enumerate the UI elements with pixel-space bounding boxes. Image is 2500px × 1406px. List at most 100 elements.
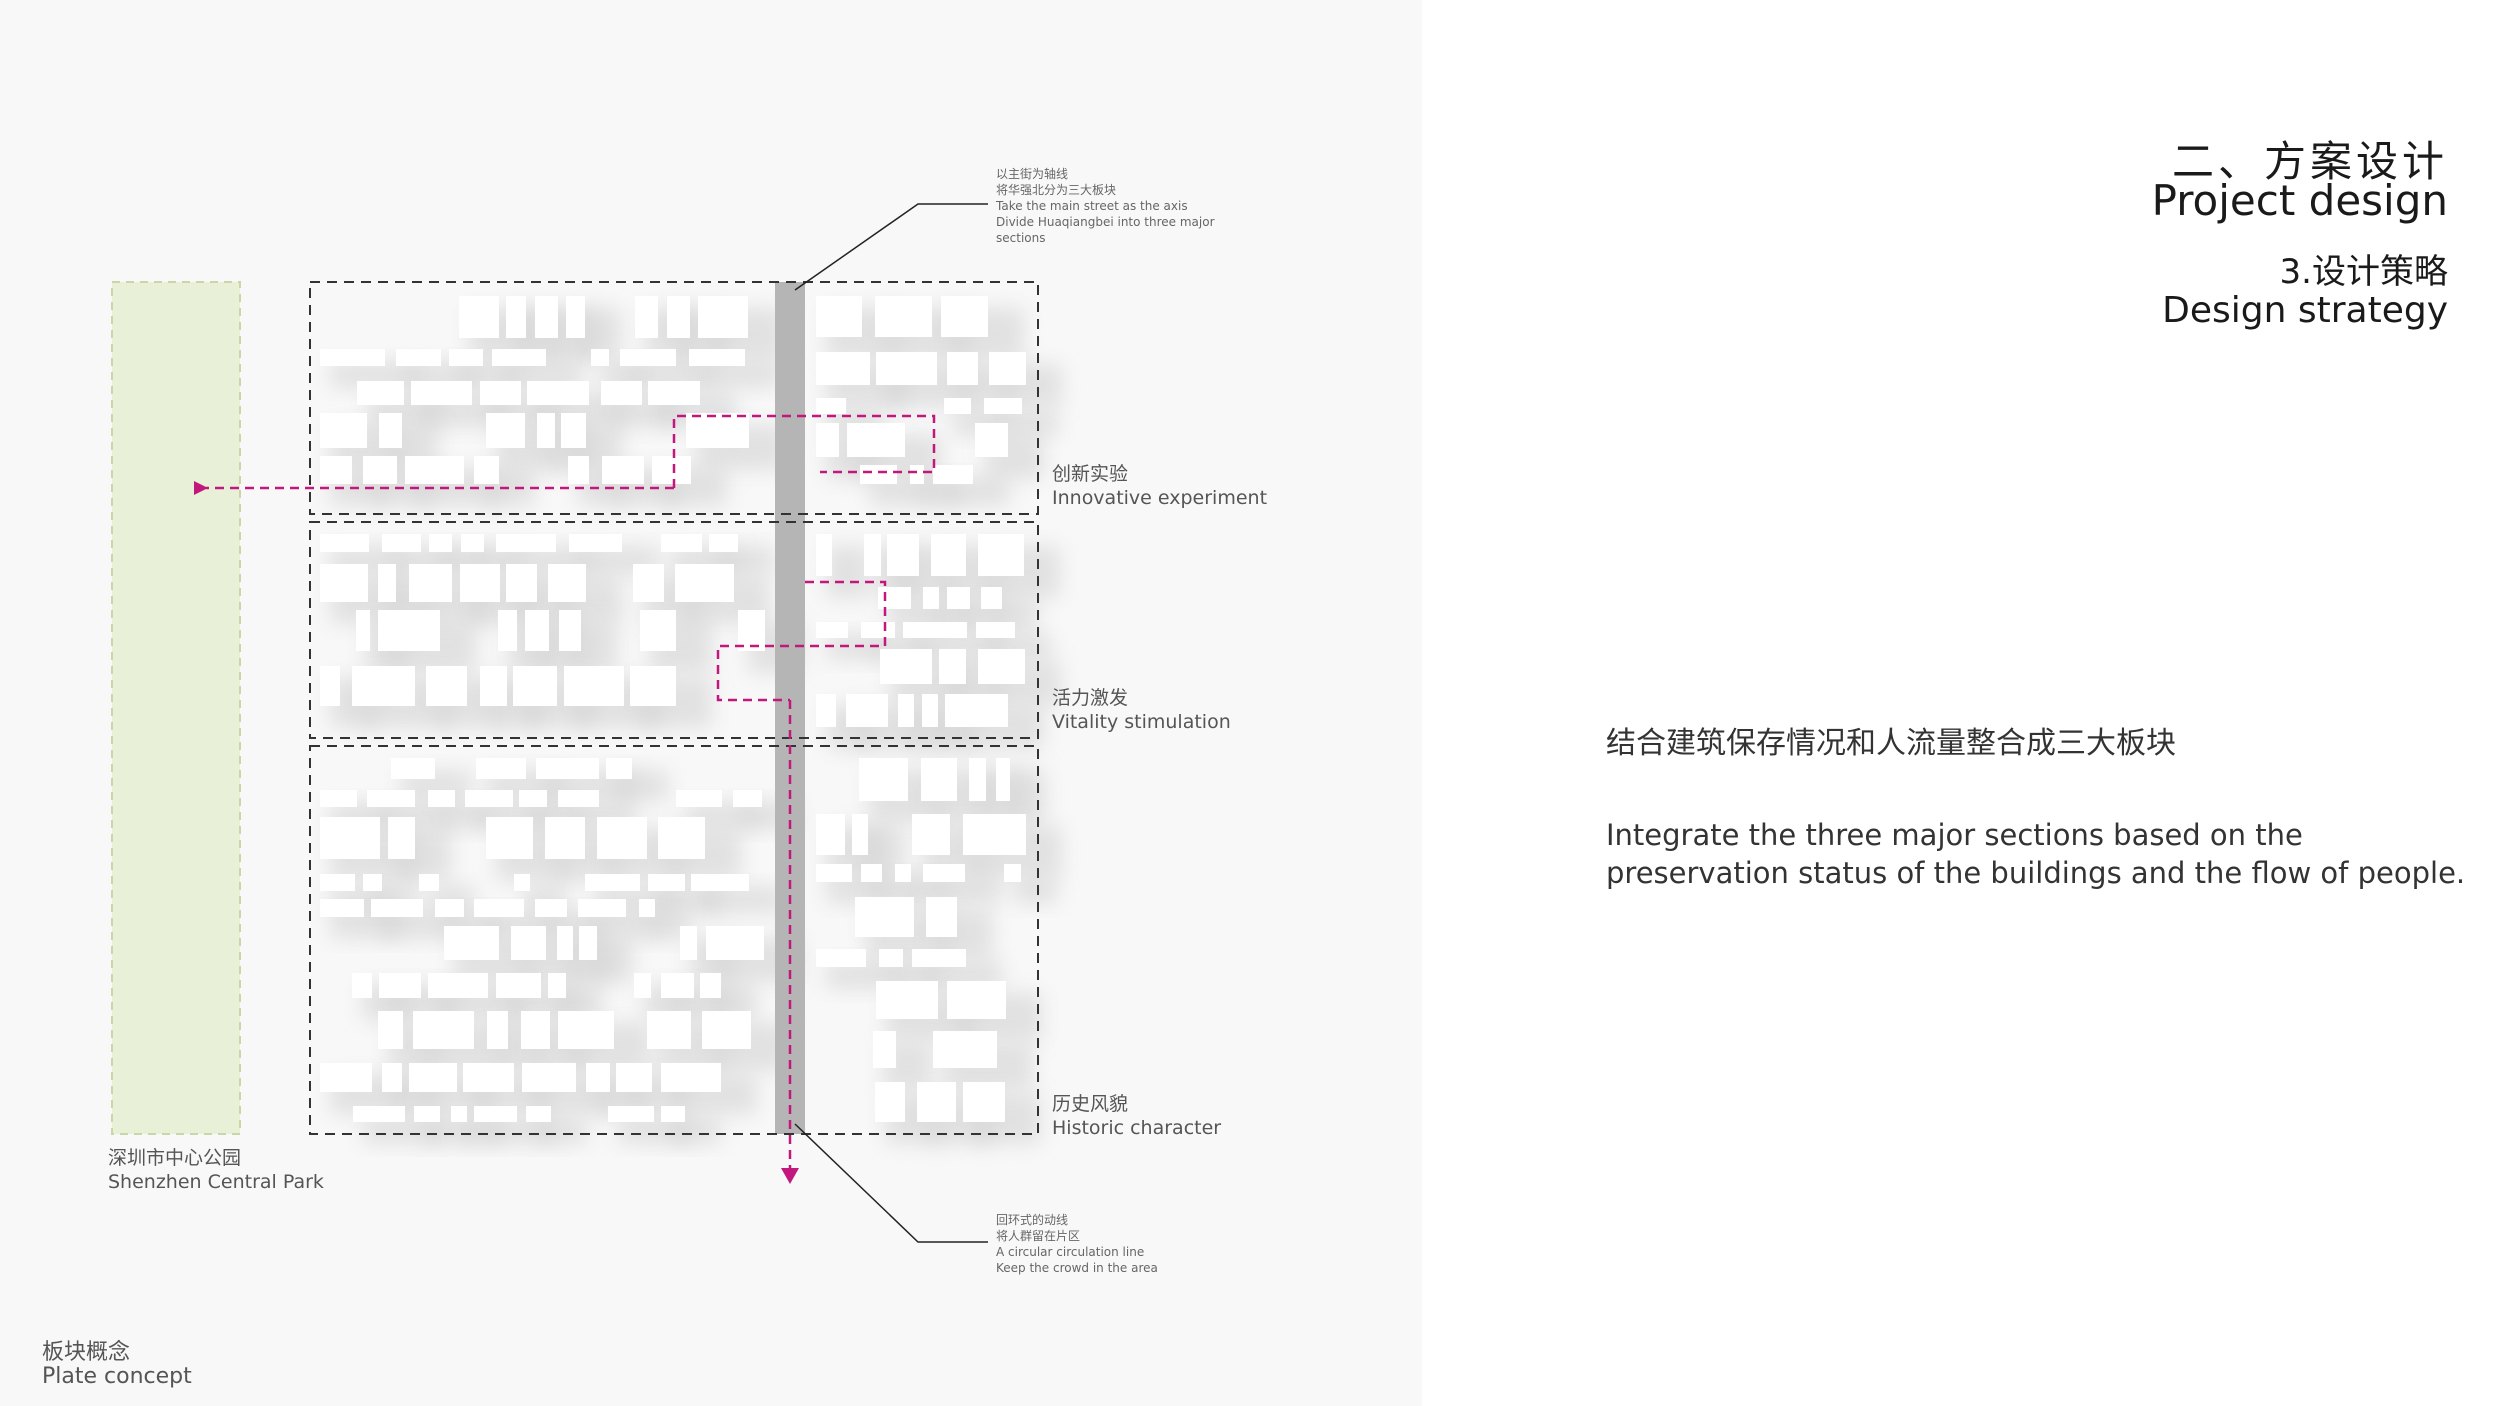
bottom-annotation-line: 回环式的动线 [996, 1213, 1069, 1227]
building-shadow [1014, 876, 1057, 904]
building-block [944, 398, 971, 414]
building-block [514, 874, 530, 891]
building-block [545, 817, 585, 859]
building-block [608, 1106, 654, 1122]
building-block [816, 296, 862, 337]
building-shadow [826, 546, 868, 598]
building-block [367, 790, 415, 807]
building-blocks [320, 296, 1026, 1122]
building-block [706, 926, 764, 960]
building-block [633, 564, 664, 602]
building-block [558, 1011, 614, 1049]
bottom-annotation-line: 将人群留在片区 [996, 1229, 1081, 1243]
building-block [876, 352, 937, 385]
building-block [548, 564, 586, 602]
subsection-title-cn: 3.设计策略 [2279, 252, 2448, 292]
building-block [648, 381, 700, 405]
building-block [647, 1011, 691, 1049]
building-block [569, 534, 622, 552]
building-block [463, 1063, 514, 1092]
building-block [855, 897, 914, 937]
building-block [661, 1106, 685, 1122]
zone-label-en: Innovative experiment [1052, 487, 1268, 509]
building-block [941, 296, 988, 337]
building-block [352, 666, 415, 706]
building-block [846, 694, 888, 727]
building-block [634, 973, 651, 998]
top-annotation-line: 将华强北分为三大板块 [996, 183, 1117, 197]
building-block [667, 296, 690, 338]
building-block [352, 973, 372, 998]
building-block [996, 758, 1010, 801]
building-block [981, 587, 1002, 609]
building-block [320, 666, 340, 706]
building-block [405, 456, 464, 484]
building-block [363, 456, 397, 484]
building-block [616, 1063, 652, 1092]
building-block [978, 534, 1024, 576]
building-block [409, 1063, 457, 1092]
building-block [847, 423, 905, 457]
description-en: Integrate the three major sections based… [1606, 816, 2466, 892]
building-block [578, 899, 626, 917]
building-block [816, 864, 852, 882]
building-block [591, 349, 609, 366]
building-block [658, 817, 705, 859]
building-block [606, 758, 632, 779]
building-block [486, 817, 533, 859]
building-block [536, 758, 599, 779]
building-block [984, 398, 1022, 414]
building-block [963, 814, 1026, 855]
building-block [537, 413, 555, 448]
building-block [859, 758, 908, 801]
building-block [320, 564, 368, 602]
circulation-down-arrowhead [781, 1168, 799, 1184]
building-block [640, 610, 676, 651]
building-block [585, 874, 640, 891]
building-block [689, 349, 745, 366]
building-block [564, 666, 624, 706]
zone-label-cn: 历史风貌 [1052, 1093, 1129, 1115]
circulation-vitality-loop [716, 580, 887, 702]
building-block [519, 790, 547, 807]
zone-vitality-outline [309, 521, 1039, 739]
plate-concept-diagram [111, 203, 1062, 1243]
building-block [963, 1082, 1005, 1122]
park-label-cn: 深圳市中心公园 [108, 1147, 242, 1169]
building-block [525, 610, 549, 651]
building-block [864, 534, 881, 576]
building-block [931, 534, 966, 576]
building-block [474, 1106, 517, 1122]
building-block [558, 790, 599, 807]
building-block [579, 926, 597, 960]
building-block [912, 814, 950, 855]
section-title-en: Project design [2151, 176, 2448, 225]
building-block [363, 874, 382, 891]
building-block [521, 1011, 550, 1049]
building-block [975, 423, 1008, 457]
building-block [413, 1011, 474, 1049]
bottom-annotation-line: A circular circulation line [996, 1245, 1145, 1259]
description-en-line: Integrate the three major sections based… [1606, 818, 2303, 852]
building-block [978, 649, 1025, 684]
building-block [816, 694, 836, 727]
subsection-title-en: Design strategy [2162, 290, 2448, 331]
zone-label-cn: 活力激发 [1052, 687, 1129, 709]
building-block [860, 465, 897, 484]
building-block [926, 897, 957, 937]
building-block [506, 296, 526, 338]
bottom-annotation-line: Keep the crowd in the area [996, 1261, 1158, 1275]
building-block [816, 398, 846, 414]
building-block [388, 817, 415, 859]
zone-label-en: Historic character [1052, 1117, 1222, 1139]
building-block [816, 423, 839, 457]
building-block [738, 610, 765, 651]
building-block [320, 1063, 372, 1092]
building-block [816, 534, 832, 576]
building-block [675, 564, 734, 602]
building-block [444, 926, 499, 960]
building-block [661, 534, 702, 552]
zone-label-innovative: 创新实验 Innovative experiment [1052, 462, 1267, 510]
building-block [320, 349, 385, 366]
building-block [698, 296, 748, 338]
